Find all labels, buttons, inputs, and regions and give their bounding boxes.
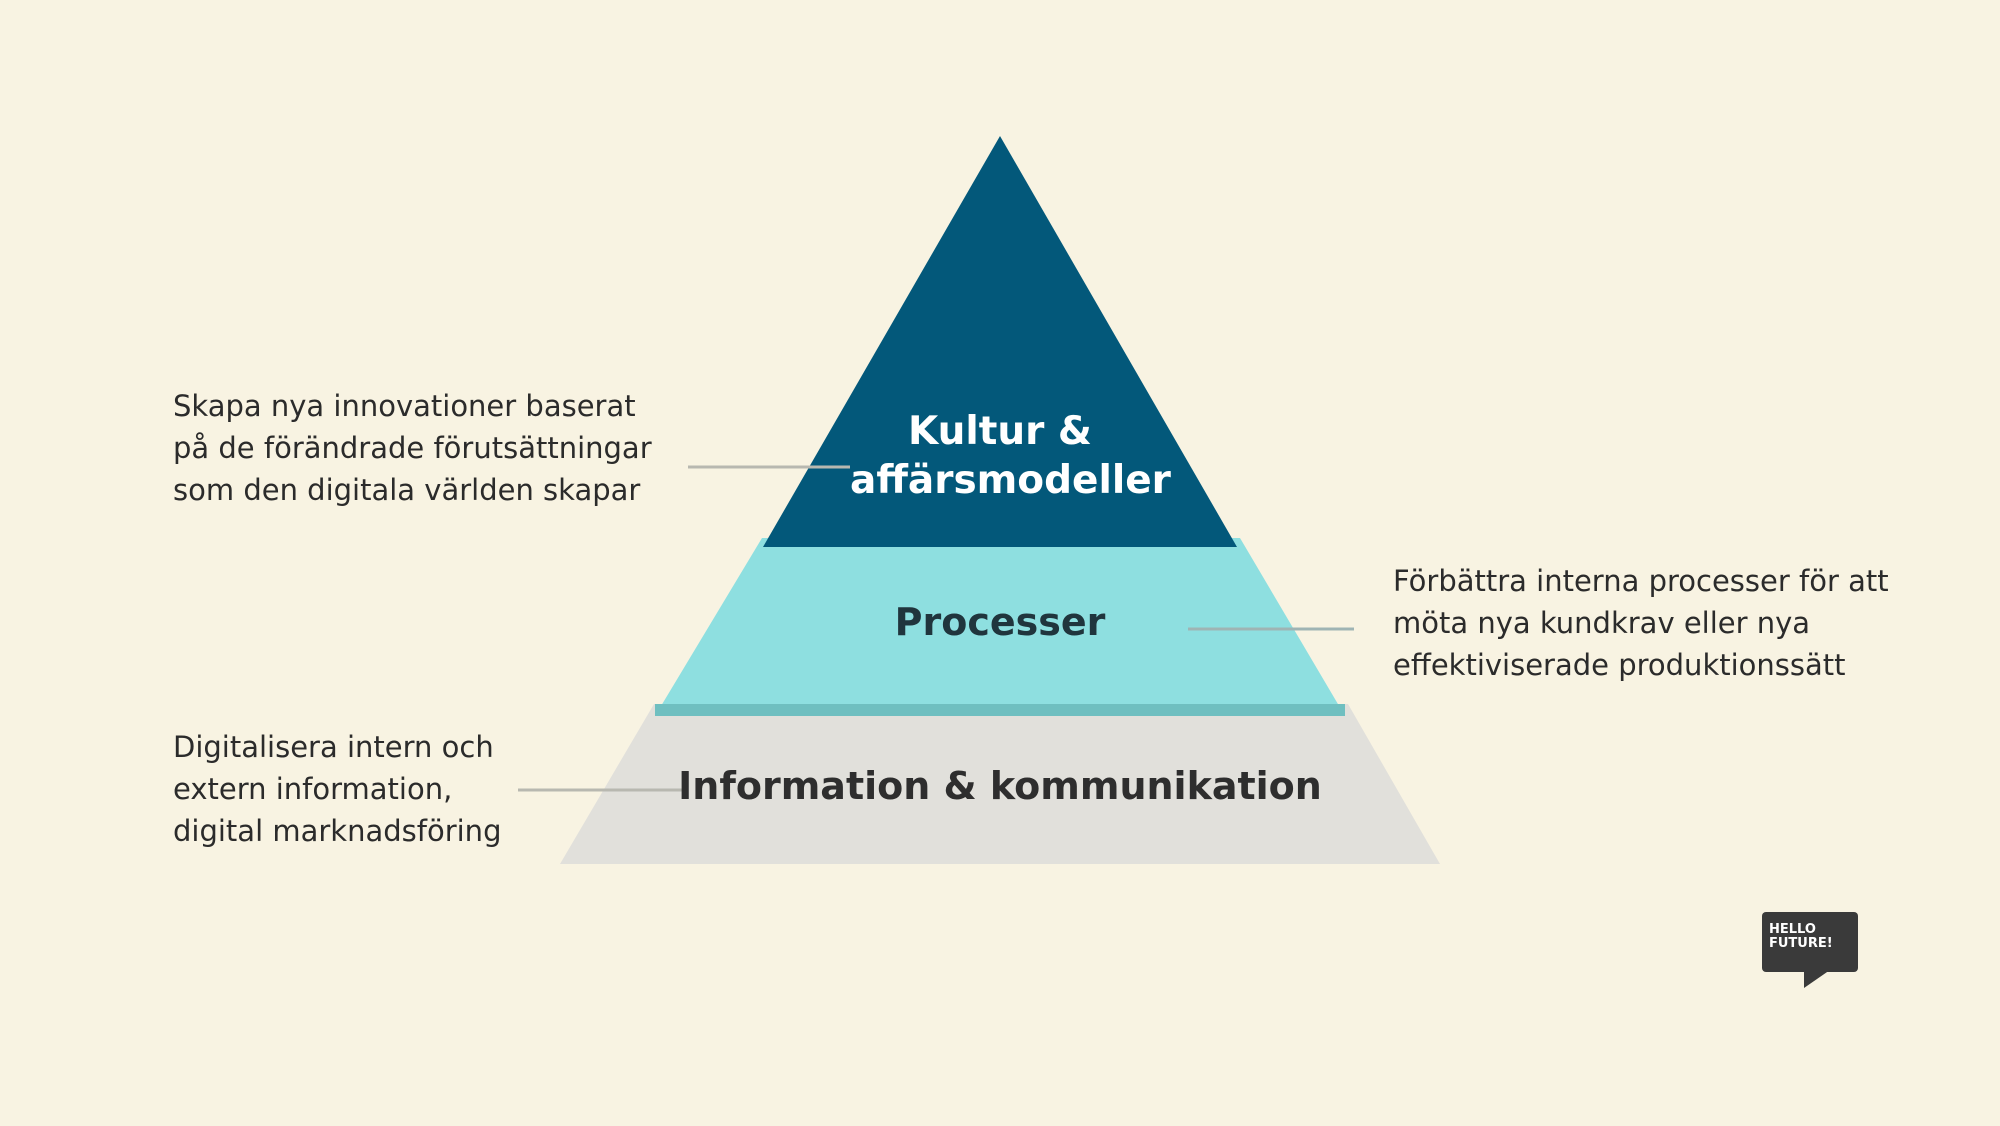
- description-top: Skapa nya innovationer baserat på de för…: [173, 385, 652, 511]
- pyramid-tier-middle-edge: [655, 704, 1345, 716]
- tier-label-bottom: Information & kommunikation: [678, 764, 1322, 808]
- tier-label-top-line2: affärsmodeller: [850, 458, 1171, 503]
- pyramid-tier-bottom: [560, 704, 1440, 864]
- logo-line1: HELLO: [1769, 922, 1816, 937]
- description-middle-line: möta nya kundkrav eller nya: [1393, 606, 1811, 640]
- description-middle: Förbättra interna processer för att möta…: [1393, 560, 1889, 686]
- pyramid-tier-top: [763, 136, 1237, 547]
- pyramid-tier-middle: [655, 538, 1345, 716]
- speech-bubble-logo-icon: [1762, 912, 1858, 972]
- description-middle-line: Förbättra interna processer för att: [1393, 564, 1889, 598]
- logo-line2: FUTURE!: [1769, 936, 1833, 951]
- description-bottom-line: digital marknadsföring: [173, 814, 502, 848]
- description-top-line: på de förändrade förutsättningar: [173, 431, 652, 465]
- logo-text: HELLO FUTURE!: [1769, 923, 1833, 951]
- hello-future-logo: HELLO FUTURE!: [1762, 912, 1858, 988]
- description-top-line: som den digitala världen skapar: [173, 473, 641, 507]
- description-middle-line: effektiviserade produktionssätt: [1393, 648, 1846, 682]
- tier-label-top: Kultur & affärsmodeller: [850, 407, 1171, 505]
- description-bottom-line: extern information,: [173, 772, 453, 806]
- tier-label-middle: Processer: [894, 600, 1106, 644]
- speech-bubble-tail: [1804, 970, 1830, 988]
- description-bottom-line: Digitalisera intern och: [173, 730, 494, 764]
- description-bottom: Digitalisera intern och extern informati…: [173, 726, 501, 852]
- tier-label-top-line1: Kultur &: [908, 409, 1092, 454]
- description-top-line: Skapa nya innovationer baserat: [173, 389, 636, 423]
